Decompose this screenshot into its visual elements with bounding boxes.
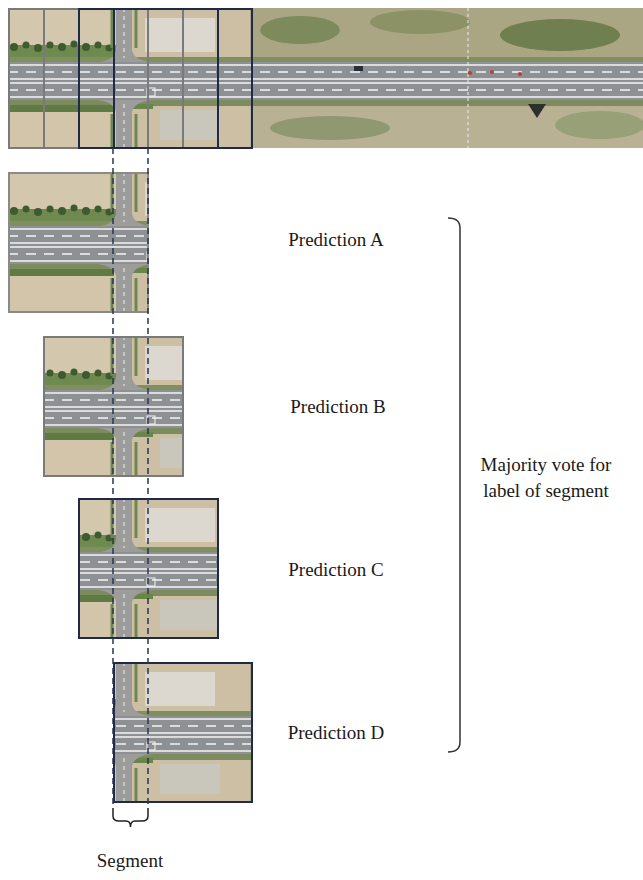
window-frames <box>79 9 218 148</box>
segment-brace <box>113 808 148 827</box>
window-frames <box>114 9 252 148</box>
window-frames <box>9 173 148 312</box>
road-strip <box>8 8 643 148</box>
segment-guides <box>113 148 148 808</box>
image-tile <box>113 662 253 802</box>
image-tile <box>43 336 183 476</box>
prediction-label: Prediction D <box>246 720 426 746</box>
prediction-label: Prediction A <box>246 227 426 253</box>
image-tile <box>8 172 148 312</box>
prediction-label: Prediction C <box>246 557 426 583</box>
window-frames <box>114 663 252 802</box>
image-tile <box>113 662 253 802</box>
group-bracket <box>448 218 460 752</box>
prediction-label: Prediction B <box>248 394 428 420</box>
segment-label: Segment <box>75 848 185 874</box>
image-tile <box>43 336 183 476</box>
vote-label: Majority vote for label of segment <box>470 452 622 503</box>
image-tile <box>8 172 148 312</box>
segment-guides <box>147 148 149 808</box>
segment-guides <box>112 148 114 808</box>
road-strip <box>8 8 643 148</box>
window-frames <box>44 337 183 476</box>
window-frames <box>9 9 252 802</box>
